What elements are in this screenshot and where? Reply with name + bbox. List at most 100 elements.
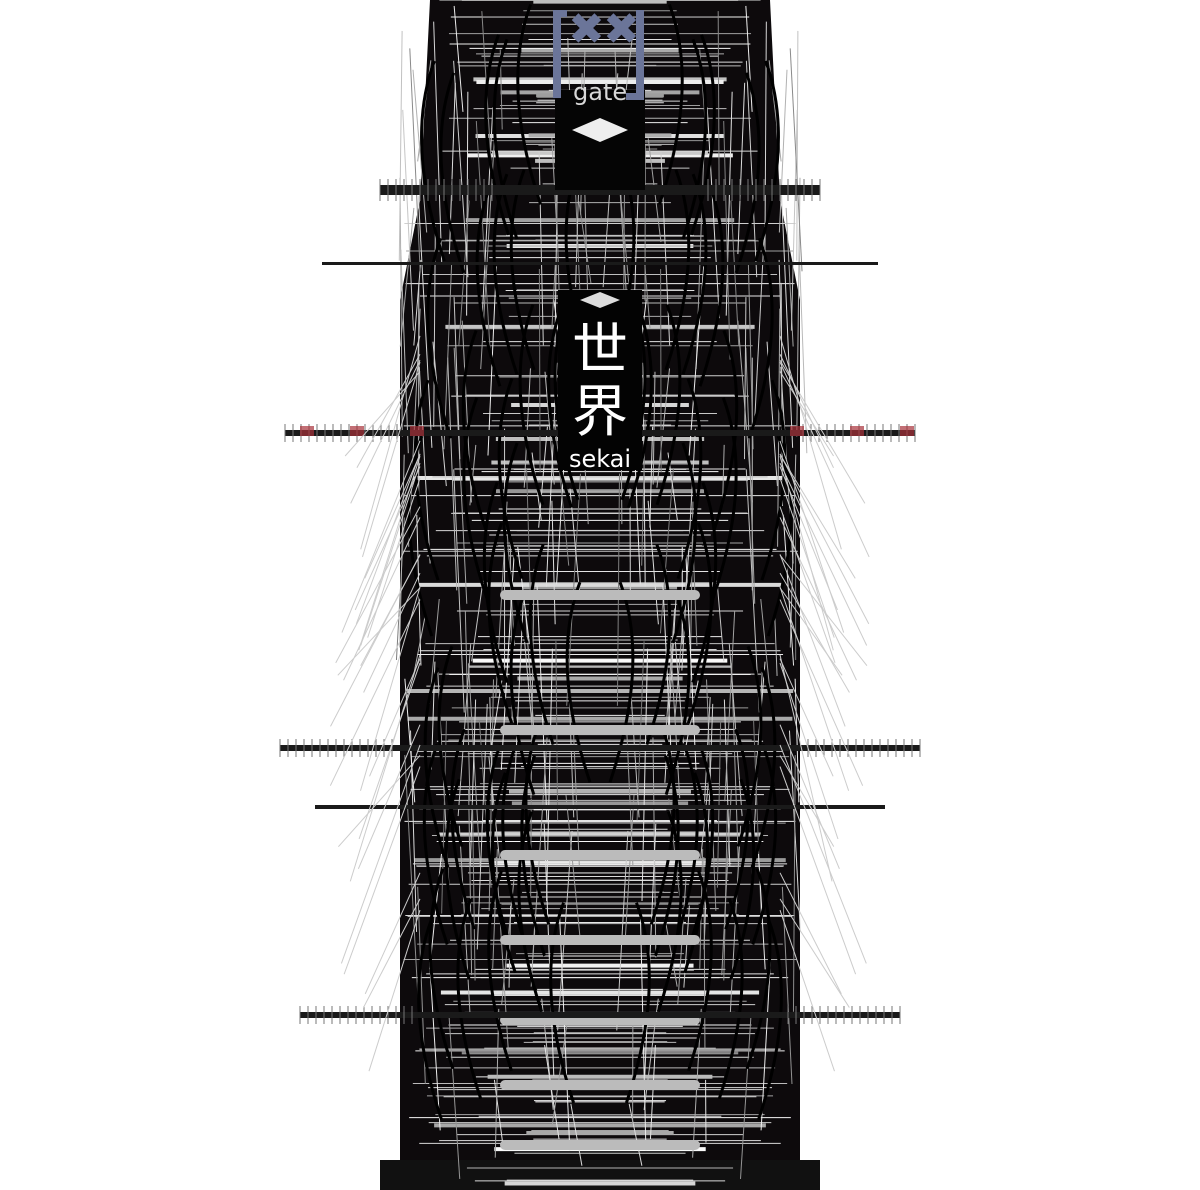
wire	[779, 371, 834, 457]
strut	[683, 905, 690, 988]
wire	[361, 362, 421, 558]
wire	[779, 517, 857, 681]
strut	[544, 1044, 560, 1140]
cable	[671, 442, 698, 644]
strut	[568, 691, 575, 818]
cable	[516, 3, 543, 205]
cable	[497, 378, 524, 580]
cable	[444, 778, 471, 980]
wire	[779, 477, 835, 638]
wire	[779, 662, 839, 840]
cable	[547, 306, 573, 508]
wire	[340, 744, 421, 964]
strut	[706, 107, 720, 319]
strut	[664, 608, 676, 743]
wire	[358, 662, 421, 840]
strut	[453, 5, 464, 112]
red-marker	[350, 426, 364, 436]
cable	[688, 744, 715, 946]
strut	[494, 1008, 500, 1158]
strut	[543, 823, 555, 1076]
strut	[488, 679, 494, 911]
pipe	[500, 1140, 700, 1150]
logo-text: gate	[573, 78, 628, 106]
strut	[399, 207, 415, 347]
strut	[468, 789, 473, 976]
cable	[485, 744, 512, 946]
strut	[441, 720, 447, 914]
wire	[779, 766, 857, 975]
strut	[647, 500, 659, 625]
logo-right-bracket-foot	[626, 93, 644, 100]
cable	[690, 34, 716, 236]
strut	[476, 703, 488, 950]
strut	[402, 109, 414, 331]
logo-cross-icon: ✖	[568, 4, 605, 55]
wire	[343, 517, 421, 681]
strut	[616, 473, 621, 706]
arm	[315, 805, 885, 809]
arm	[300, 1012, 900, 1018]
strut	[398, 30, 403, 261]
cable	[439, 72, 466, 274]
strut	[471, 802, 476, 981]
strut	[471, 580, 484, 662]
cable	[524, 723, 551, 925]
strut	[782, 514, 795, 666]
wire	[349, 654, 421, 882]
logo-cross-icon: ✖	[603, 4, 640, 55]
cable	[482, 481, 509, 683]
title-kanji: 世界	[572, 318, 628, 445]
pipe	[500, 1080, 700, 1090]
strut	[508, 905, 512, 988]
strut	[554, 419, 570, 566]
strut	[395, 517, 405, 661]
strut	[413, 259, 422, 346]
wire	[357, 724, 421, 870]
strut	[652, 371, 656, 485]
strut	[559, 915, 571, 1151]
wire	[343, 766, 421, 975]
strut	[717, 11, 720, 190]
title-panel	[558, 290, 642, 470]
wire	[779, 453, 870, 625]
strut	[448, 1016, 461, 1179]
strut	[630, 691, 640, 818]
wire	[779, 898, 850, 1008]
strut	[628, 1103, 643, 1166]
wire	[779, 744, 867, 964]
strut	[458, 200, 470, 347]
wire	[779, 658, 834, 777]
strut	[412, 615, 426, 677]
wire	[779, 909, 835, 1072]
cable	[711, 397, 738, 599]
album-title: 世界 sekai	[560, 318, 640, 473]
strut	[644, 823, 657, 1076]
strut	[722, 444, 725, 506]
strut	[409, 48, 421, 272]
strut	[723, 120, 731, 360]
wire	[779, 506, 836, 664]
cable	[745, 868, 772, 1070]
strut	[432, 341, 447, 487]
wire	[363, 898, 421, 1008]
cable	[462, 397, 489, 599]
tower-base	[380, 1160, 820, 1190]
strut	[716, 580, 725, 662]
strut	[616, 830, 629, 1031]
strut	[745, 60, 758, 278]
wire	[779, 587, 843, 676]
cable	[484, 34, 510, 236]
strut	[745, 347, 756, 604]
cable	[717, 898, 744, 1100]
strut	[489, 680, 503, 756]
strut	[781, 886, 793, 1085]
wire	[779, 454, 856, 579]
pipe	[500, 935, 700, 945]
logo-left-bracket	[553, 10, 561, 98]
wire	[779, 361, 870, 558]
strut	[644, 262, 651, 329]
wire	[368, 909, 421, 1072]
wire	[355, 453, 421, 625]
